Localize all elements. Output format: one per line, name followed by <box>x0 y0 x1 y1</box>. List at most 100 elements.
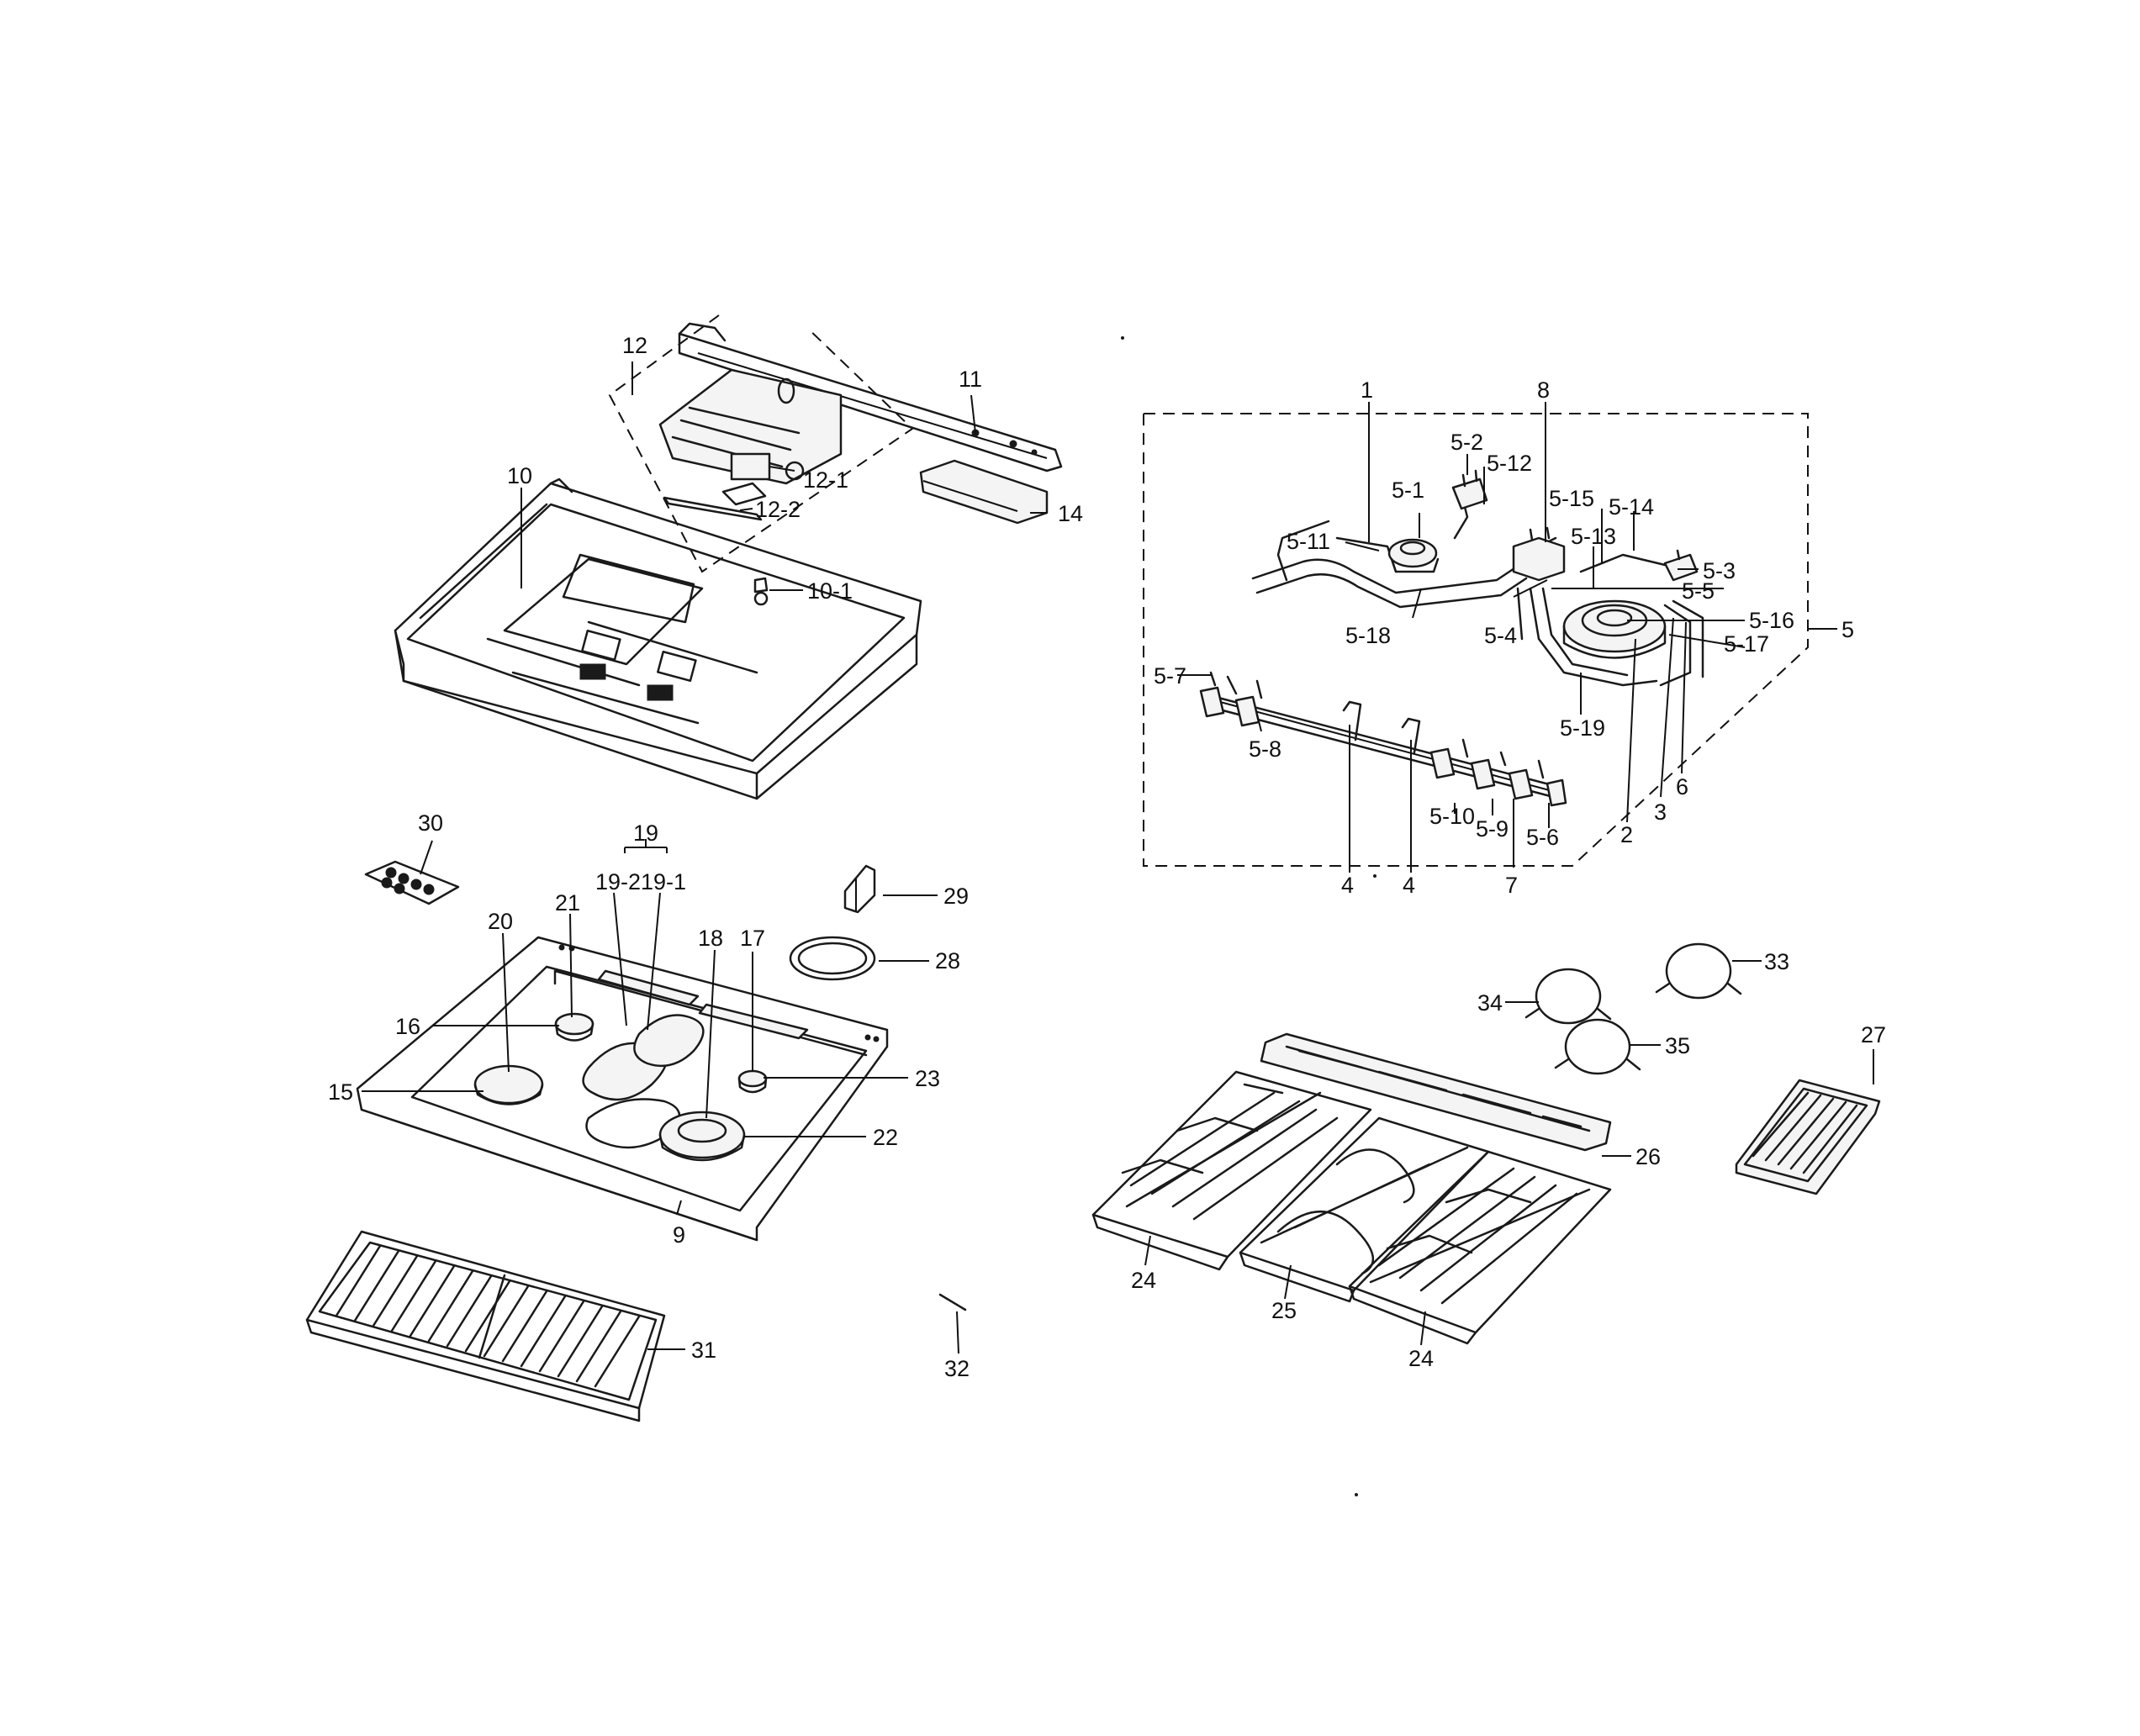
label-5-7: 5-7 <box>1154 663 1186 689</box>
grate-24-left <box>1091 1070 1372 1271</box>
bracket-29 <box>843 864 876 914</box>
label-5-12: 5-12 <box>1487 451 1532 476</box>
label-19-2: 19-2 <box>595 869 641 894</box>
griddle-plate-19 <box>582 1014 705 1149</box>
label-5-3: 5-3 <box>1703 558 1736 583</box>
label-4-a: 4 <box>1341 873 1354 898</box>
valve-5-3 <box>1579 549 1699 582</box>
label-33: 33 <box>1764 949 1789 974</box>
callout-labels: 12 11 12-1 12-2 14 10 10-1 1 8 5-2 5-12 … <box>328 333 1886 1381</box>
manifold-bar-lower <box>1199 671 1567 807</box>
label-5-2: 5-2 <box>1450 430 1483 455</box>
griddle-trim-26 <box>1260 1032 1631 1157</box>
burner-5-5 <box>1562 599 1667 659</box>
burner-cap-21 <box>554 1012 594 1042</box>
label-17: 17 <box>740 926 765 951</box>
regulator-8 <box>1512 526 1566 582</box>
label-34: 34 <box>1477 990 1503 1016</box>
label-4-b: 4 <box>1403 873 1415 898</box>
dashed-group-5 <box>1143 413 1809 867</box>
label-24-a: 24 <box>1131 1268 1156 1293</box>
label-35: 35 <box>1665 1033 1690 1058</box>
label-5-4: 5-4 <box>1484 623 1517 648</box>
label-24-b: 24 <box>1408 1346 1434 1371</box>
label-5-1: 5-1 <box>1392 478 1424 503</box>
wok-ring-28 <box>789 936 876 981</box>
cooktop-9 <box>356 936 889 1242</box>
label-32: 32 <box>944 1356 970 1381</box>
valve-5-2 <box>1451 469 1488 510</box>
label-5: 5 <box>1841 617 1854 642</box>
label-23: 23 <box>915 1066 940 1091</box>
label-9: 9 <box>673 1222 685 1248</box>
grate-24-right <box>1348 1150 1612 1346</box>
label-3: 3 <box>1654 799 1667 825</box>
label-28: 28 <box>935 948 960 974</box>
label-5-18: 5-18 <box>1345 623 1391 648</box>
label-5-6: 5-6 <box>1526 825 1559 850</box>
label-5-9: 5-9 <box>1476 816 1509 842</box>
stray-dot <box>1373 874 1376 878</box>
label-14: 14 <box>1058 501 1083 526</box>
label-1: 1 <box>1361 377 1373 403</box>
label-7: 7 <box>1505 873 1518 898</box>
label-5-10: 5-10 <box>1429 804 1475 829</box>
pin-32 <box>938 1293 967 1354</box>
label-10-1: 10-1 <box>807 578 853 604</box>
hose-34 <box>1505 968 1612 1025</box>
label-27: 27 <box>1861 1022 1886 1047</box>
hose-33 <box>1655 942 1762 1000</box>
griddle-27 <box>1735 1049 1881 1195</box>
label-8: 8 <box>1537 377 1550 403</box>
label-6: 6 <box>1676 774 1688 799</box>
burner-cap-18 <box>658 1111 746 1162</box>
label-19-1: 19-1 <box>641 869 686 894</box>
label-30: 30 <box>418 810 443 836</box>
clip-10-1 <box>753 577 769 594</box>
burner-5-1 <box>1387 538 1440 573</box>
vent-trim-14 <box>919 459 1049 525</box>
label-31: 31 <box>691 1338 716 1363</box>
stray-dot <box>1355 1493 1358 1496</box>
label-5-5: 5-5 <box>1682 578 1715 604</box>
leaders-top-left <box>520 361 1047 591</box>
label-19: 19 <box>633 821 658 846</box>
label-5-14: 5-14 <box>1609 494 1654 520</box>
stray-dot <box>1121 336 1124 340</box>
label-5-16: 5-16 <box>1749 608 1794 633</box>
grate-25-center <box>1239 1116 1490 1303</box>
label-5-13: 5-13 <box>1571 524 1616 549</box>
label-12-2: 12-2 <box>755 497 801 522</box>
burner-cap-17 <box>737 1069 768 1094</box>
rod-12-2 <box>663 496 763 521</box>
label-29: 29 <box>943 884 969 909</box>
hose-35 <box>1554 1018 1661 1075</box>
label-2: 2 <box>1620 822 1633 847</box>
oven-rack-31 <box>305 1230 685 1422</box>
label-22: 22 <box>873 1125 898 1150</box>
label-10: 10 <box>507 463 532 488</box>
label-26: 26 <box>1635 1144 1661 1169</box>
label-5-15: 5-15 <box>1549 486 1594 511</box>
label-25: 25 <box>1271 1298 1297 1323</box>
label-5-8: 5-8 <box>1249 736 1281 762</box>
knobs-30 <box>364 860 460 905</box>
oven-frame-10 <box>394 478 922 800</box>
label-5-17: 5-17 <box>1724 631 1769 657</box>
label-12: 12 <box>622 333 647 358</box>
label-5-11: 5-11 <box>1287 529 1330 554</box>
label-20: 20 <box>488 909 513 934</box>
control-bracket-11 <box>678 322 1063 472</box>
dashed-group-12 <box>608 314 914 573</box>
label-12-1: 12-1 <box>803 467 848 493</box>
label-21: 21 <box>555 890 580 915</box>
leaders-top-right <box>1177 402 1837 873</box>
label-16: 16 <box>395 1014 420 1039</box>
label-18: 18 <box>698 926 723 951</box>
label-5-19: 5-19 <box>1560 715 1605 741</box>
label-15: 15 <box>328 1079 353 1105</box>
leaders-middle-left <box>362 839 938 1216</box>
label-11: 11 <box>959 367 982 392</box>
